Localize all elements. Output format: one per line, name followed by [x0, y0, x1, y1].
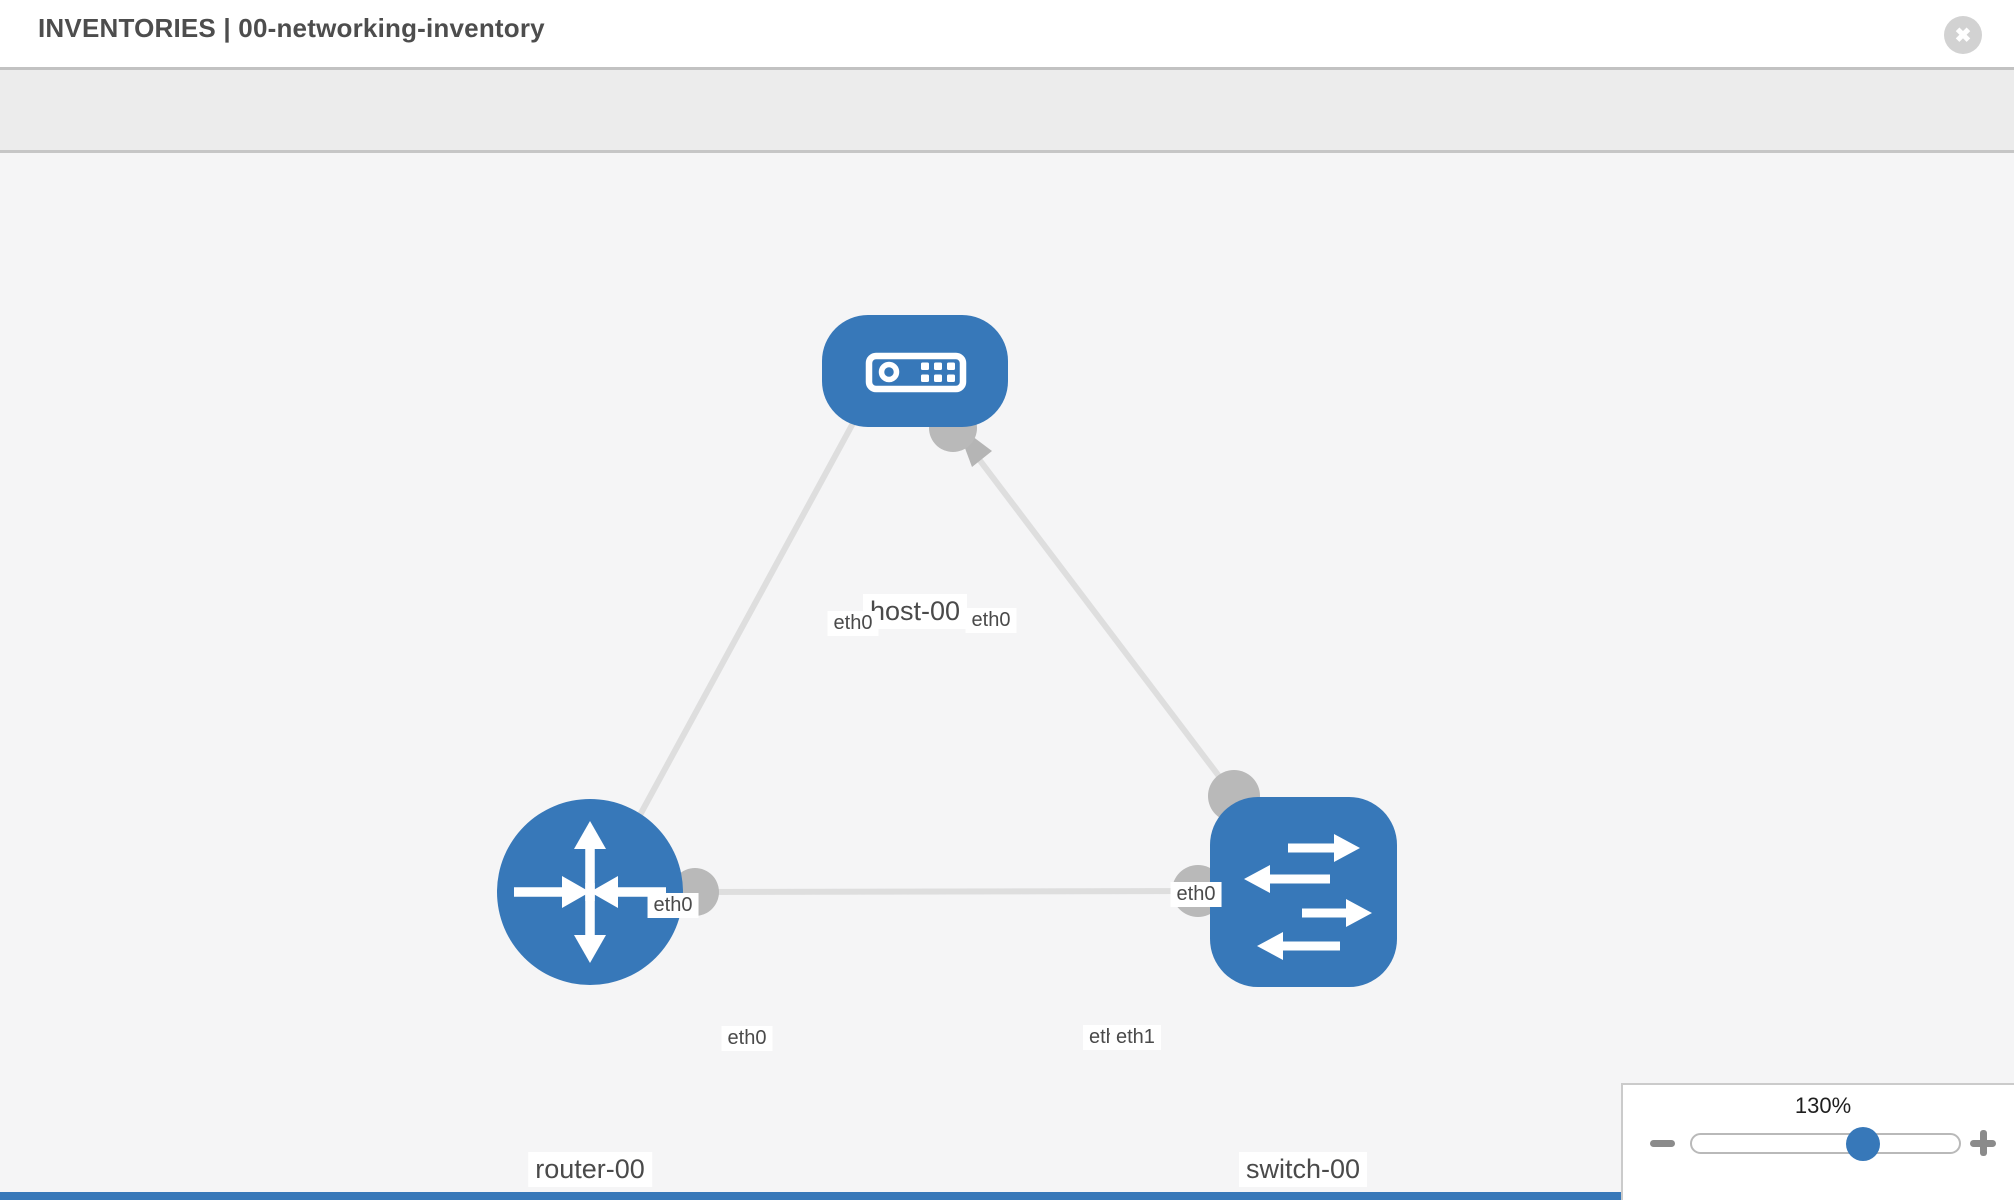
if-label-router-right: eth0	[721, 1026, 773, 1051]
topology-svg	[497, 315, 1397, 987]
switch-arrows-icon	[1244, 834, 1372, 960]
zoom-slider-thumb[interactable]	[1846, 1127, 1880, 1161]
router-arrows-icon	[514, 821, 666, 963]
topology-canvas[interactable]: host-00 router-00 switch-00 eth0 eth0 et…	[0, 153, 2014, 1200]
if-label-host-left: eth0	[827, 611, 879, 636]
zoom-slider[interactable]	[1690, 1133, 1961, 1154]
zoom-out-minus-icon[interactable]	[1650, 1140, 1675, 1147]
zoom-in-plus-icon[interactable]	[1980, 1130, 1987, 1156]
if-label-router-top: eth0	[647, 893, 699, 918]
node-label-switch: switch-00	[1238, 1152, 1368, 1187]
zoom-level-value: 130%	[1794, 1093, 1852, 1118]
bottom-accent-strip	[0, 1192, 1621, 1200]
if-label-switch-top: eth0	[1170, 882, 1222, 907]
if-label-switch-left-eth1: eth1	[1110, 1025, 1161, 1050]
header: INVENTORIES | 00-networking-inventory ✖	[0, 0, 2014, 67]
edge-host-router	[612, 412, 861, 863]
toolbar: ACTIONS ▼ SEARCH ▼	[0, 67, 2014, 212]
node-host-00[interactable]	[822, 315, 1008, 427]
node-switch-00[interactable]	[1210, 797, 1397, 987]
if-label-host-right: eth0	[965, 608, 1017, 633]
edge-host-switch	[947, 419, 1237, 798]
page-title: INVENTORIES | 00-networking-inventory	[38, 13, 545, 43]
node-label-router: router-00	[528, 1152, 652, 1187]
node-router-00[interactable]	[497, 799, 683, 985]
node-label-host: host-00	[862, 594, 968, 629]
edge-router-switch	[694, 888, 1199, 895]
server-icon	[865, 352, 967, 393]
close-icon[interactable]: ✖	[1944, 16, 1982, 54]
